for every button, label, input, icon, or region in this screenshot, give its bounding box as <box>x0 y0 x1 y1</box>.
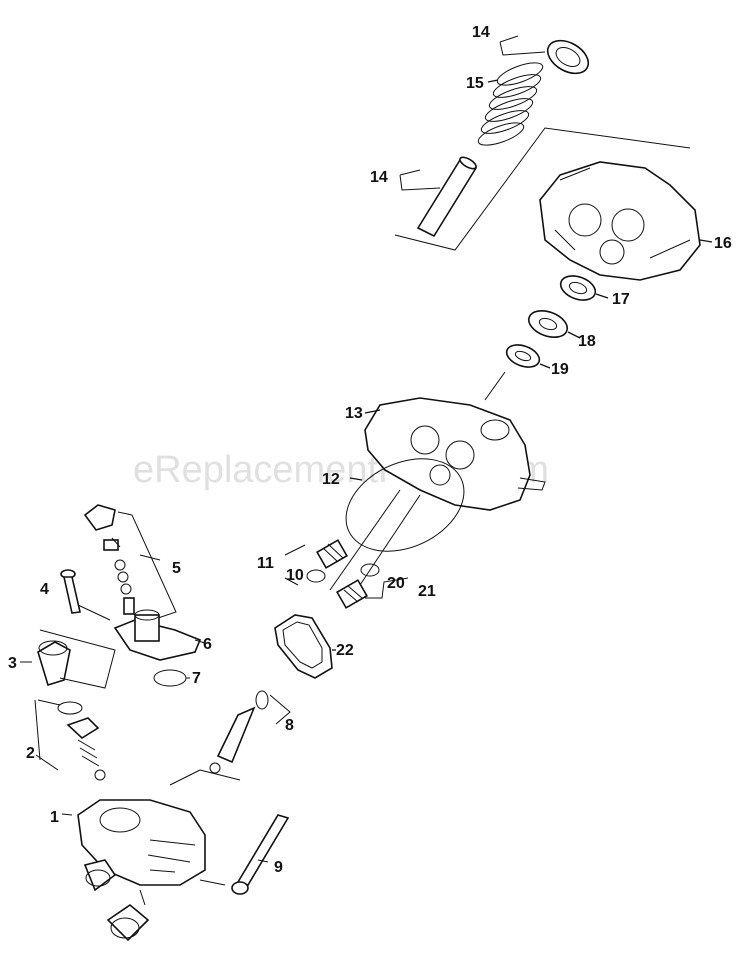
part-16-head <box>539 161 713 281</box>
part-7-ring <box>153 669 190 687</box>
callout-1: 1 <box>50 809 59 826</box>
callout-15: 15 <box>466 75 484 92</box>
callout-3: 3 <box>8 655 17 672</box>
part-22-gasket <box>274 614 336 679</box>
part-14-cap <box>499 35 590 75</box>
callout-20: 20 <box>387 575 405 592</box>
part-19-seal <box>484 344 551 401</box>
part-9-bolt <box>231 814 290 895</box>
part-8-pin <box>199 690 291 781</box>
callout-4: 4 <box>40 581 49 598</box>
part-14-plunger <box>394 127 691 251</box>
part-3-cylinder <box>20 629 116 689</box>
callout-21: 21 <box>418 583 436 600</box>
part-15-spring <box>477 62 544 146</box>
callout-10: 10 <box>286 567 304 584</box>
part-6-fitting <box>113 609 206 661</box>
callout-11: 11 <box>257 555 274 572</box>
callout-8: 8 <box>285 717 294 734</box>
callout-18: 18 <box>578 333 596 350</box>
callout-2: 2 <box>26 745 35 762</box>
callout-22: 22 <box>336 642 354 659</box>
callout-19: 19 <box>551 361 569 378</box>
part-4-bolt <box>60 569 111 621</box>
part-18-washer <box>527 310 581 339</box>
callout-17: 17 <box>612 291 630 308</box>
callout-16: 16 <box>714 235 732 252</box>
part-5-valve-stack <box>83 504 177 621</box>
callout-6: 6 <box>203 636 212 653</box>
part-21-valve <box>336 563 409 609</box>
callout-13: 13 <box>345 405 363 422</box>
part-13-manifold <box>364 397 546 511</box>
callout-14-plunger: 14 <box>370 169 388 186</box>
part-12-gasket <box>329 458 465 591</box>
part-1-pump-body <box>61 769 226 942</box>
callout-9: 9 <box>274 859 283 876</box>
callout-12: 12 <box>322 471 340 488</box>
part-11-valve <box>284 539 348 586</box>
callout-5: 5 <box>172 560 181 577</box>
part-2-valve <box>34 699 106 781</box>
callout-14-cap: 14 <box>472 24 490 41</box>
callout-7: 7 <box>192 670 201 687</box>
part-17-seal <box>559 275 609 301</box>
